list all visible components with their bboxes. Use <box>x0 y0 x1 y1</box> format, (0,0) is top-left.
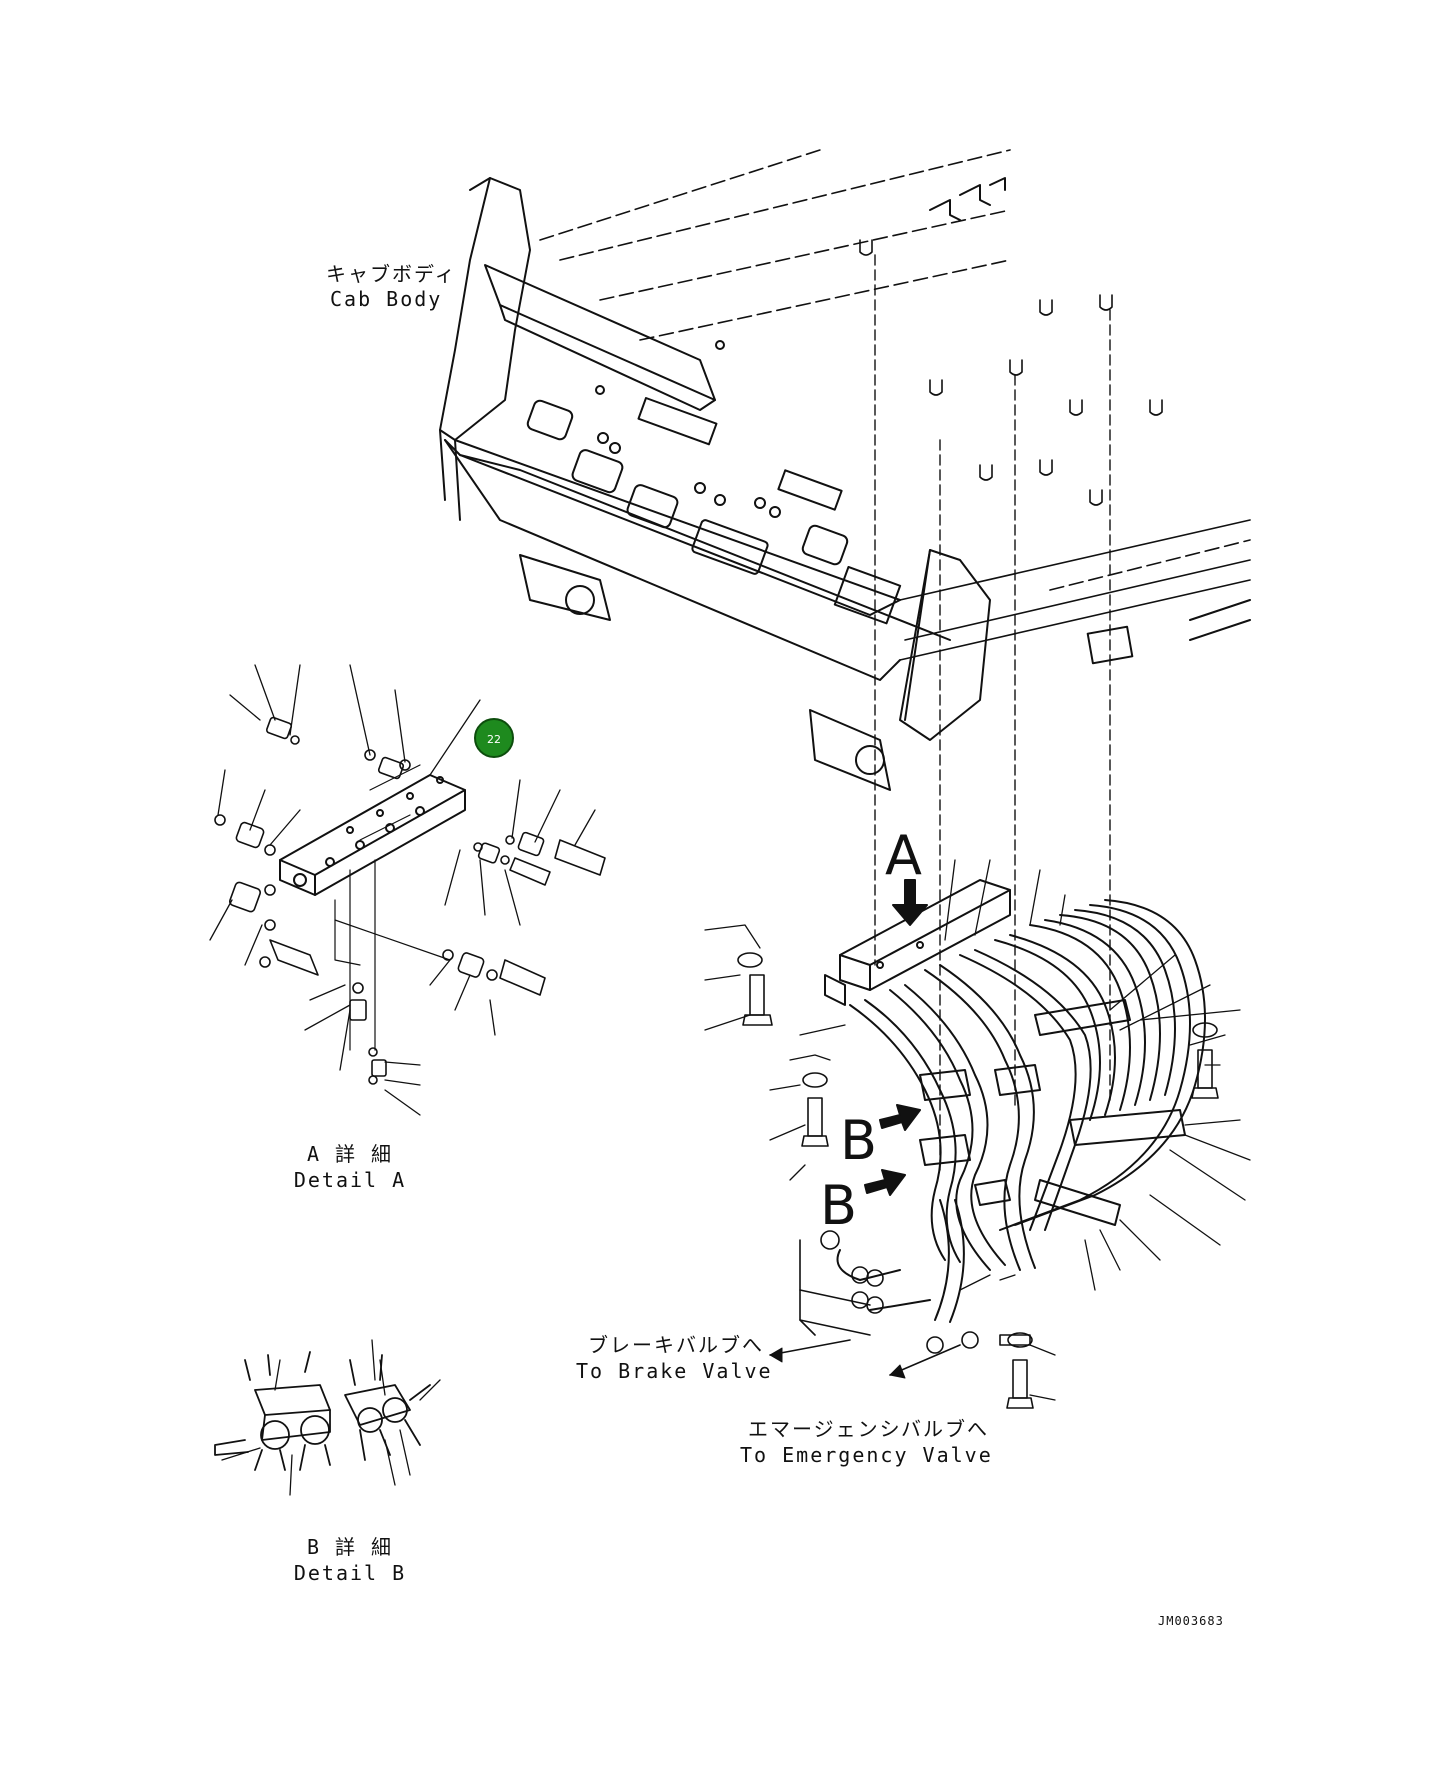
view-b-marker-lower: B <box>820 1174 858 1237</box>
emergency-valve-label-en: To Emergency Valve <box>740 1443 993 1467</box>
cab-body-frame <box>439 149 1251 791</box>
detail-b-label-jp: B 詳 細 <box>306 1535 394 1559</box>
mounting-bolts <box>859 239 1163 506</box>
cab-body-label-en: Cab Body <box>330 287 443 311</box>
callout-22[interactable]: 22 <box>474 718 514 758</box>
detail-b-clamps <box>214 1339 441 1496</box>
emergency-valve-label-jp: エマージェンシバルブへ <box>748 1417 989 1441</box>
detail-a-manifold <box>209 664 606 1116</box>
view-a-marker: A <box>885 824 922 887</box>
view-b-marker-upper: B <box>840 1109 878 1172</box>
detail-b-label-en: Detail B <box>293 1561 407 1585</box>
cab-body-label-jp: キャブボディ <box>326 262 457 286</box>
detail-a-label-en: Detail A <box>293 1168 407 1192</box>
assembly-guide-lines <box>874 254 1111 1171</box>
main-hose-assembly <box>704 859 1251 1409</box>
drawing-number: JM003683 <box>1158 1614 1224 1628</box>
detail-a-label-jp: A 詳 細 <box>306 1142 394 1166</box>
brake-valve-label-jp: ブレーキバルブへ <box>588 1333 764 1357</box>
brake-valve-label-en: To Brake Valve <box>576 1359 773 1383</box>
